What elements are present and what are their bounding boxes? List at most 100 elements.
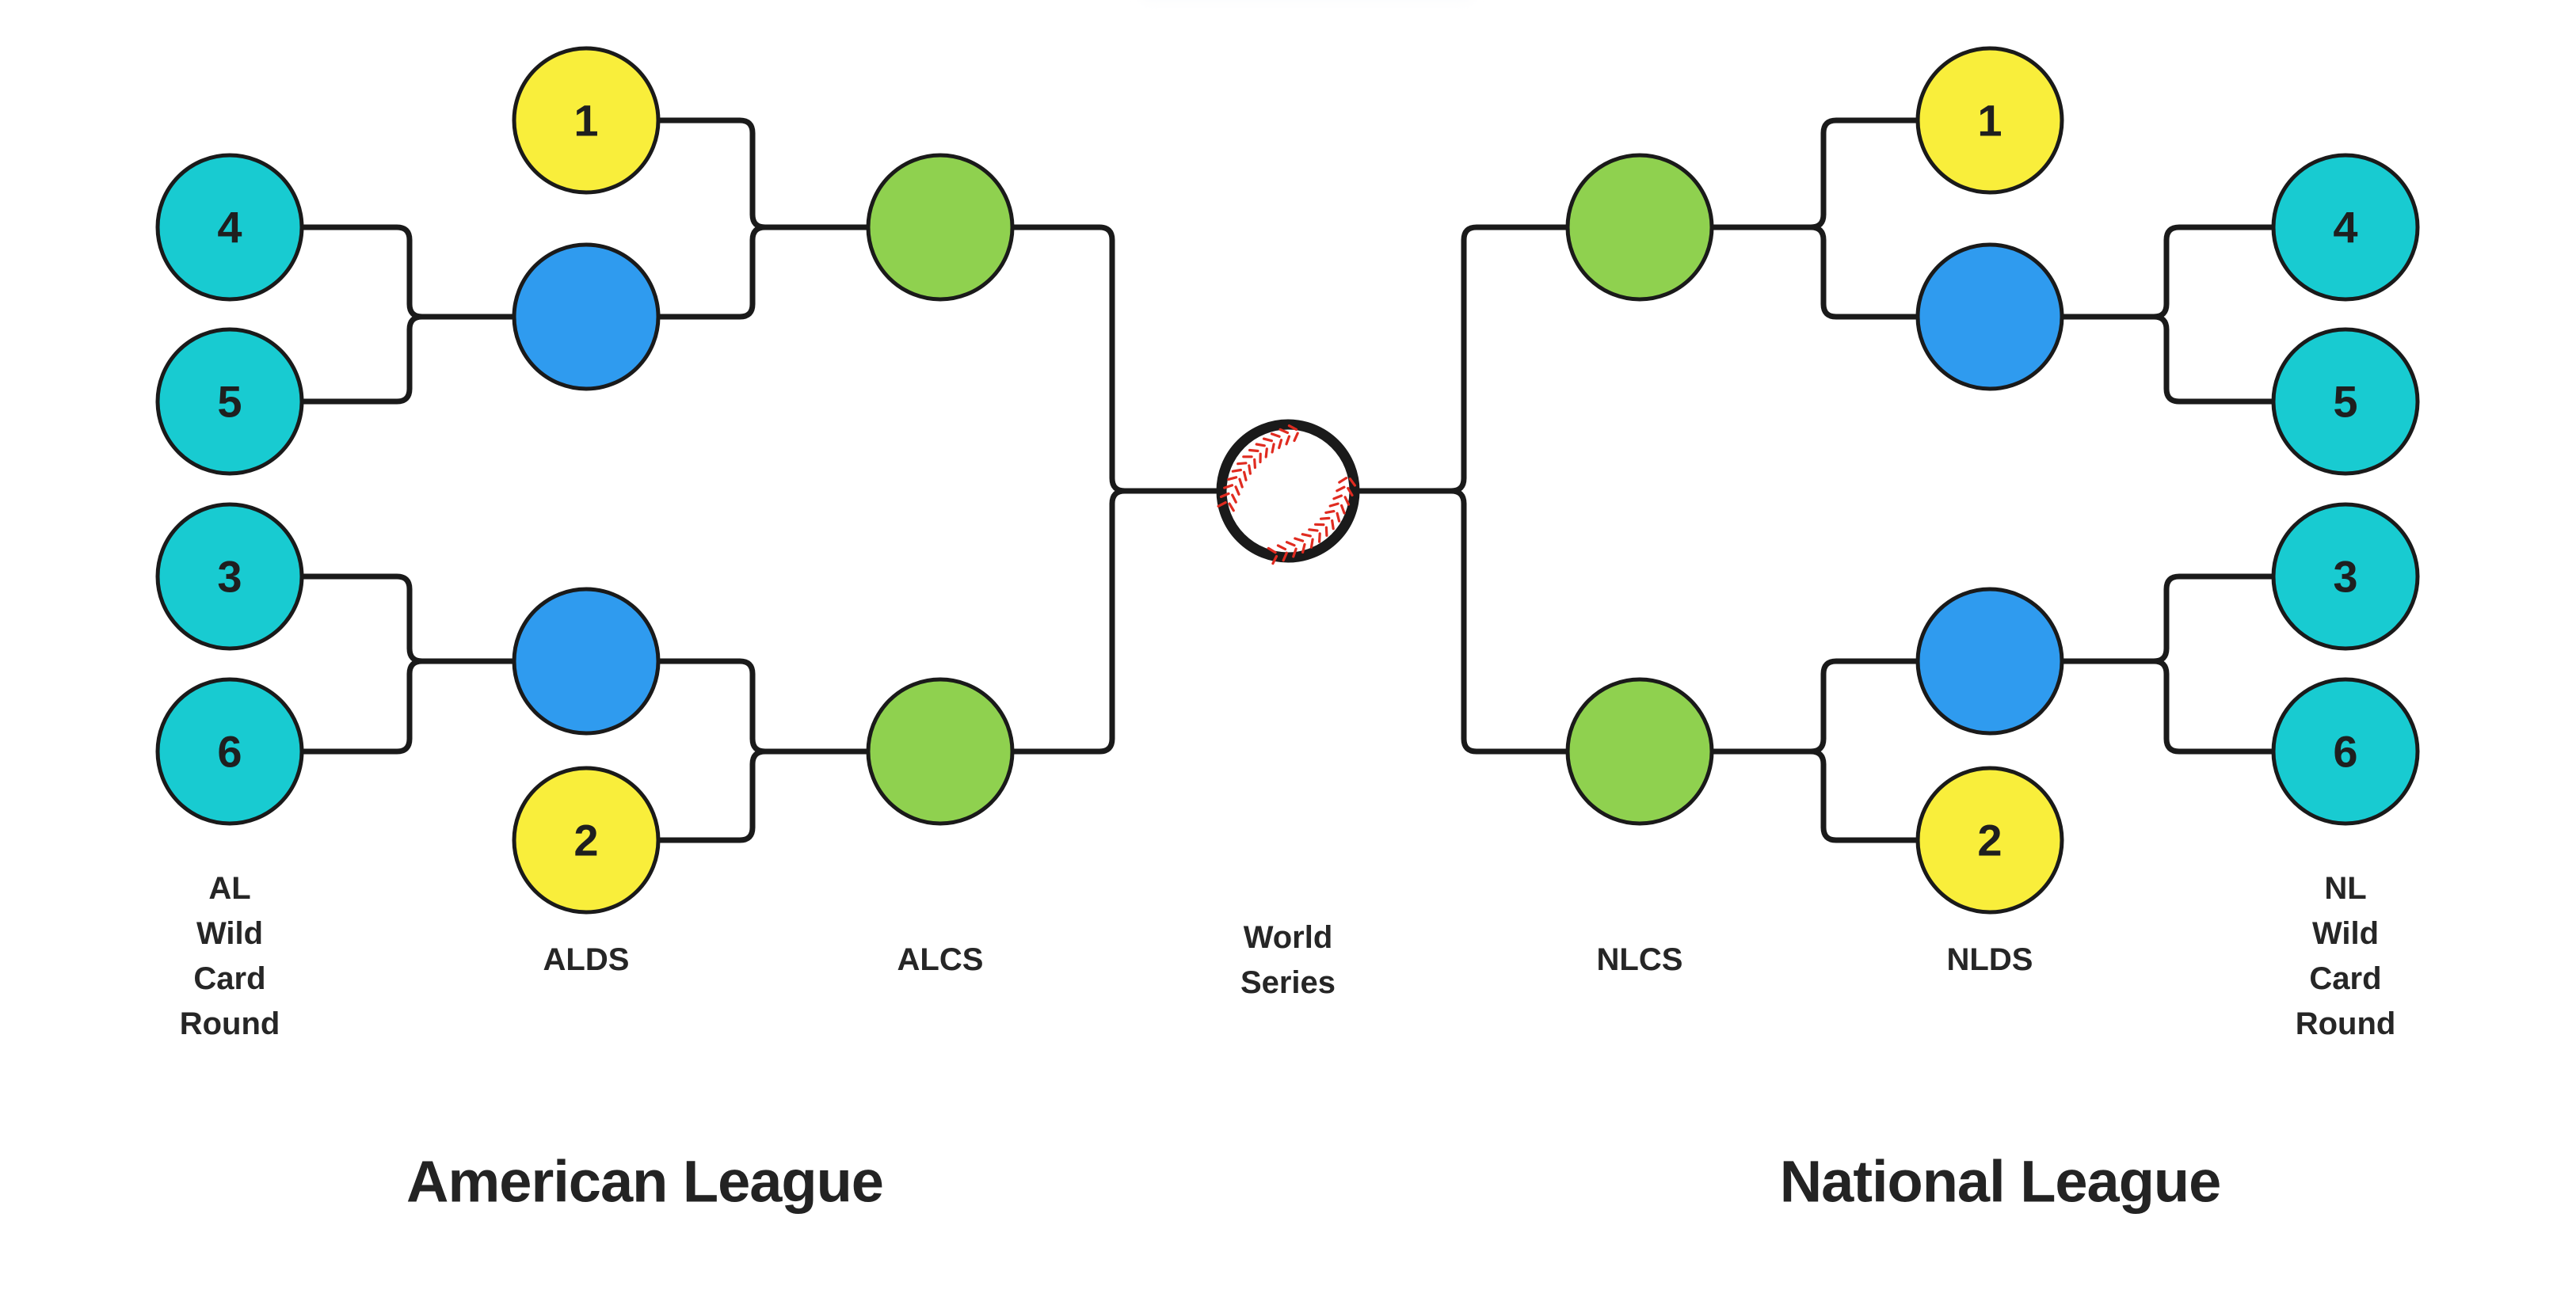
baseball-stitch <box>1278 439 1283 450</box>
baseball-stitch <box>1328 502 1339 508</box>
al-wildcard-label-line-2: Wild <box>196 916 263 951</box>
al-ds-winner-top-circle <box>512 242 661 391</box>
al-ds-winner-bottom-circle <box>512 587 661 736</box>
american-league-heading: American League <box>406 1149 883 1215</box>
nl-wc-seed-6-label: 6 <box>2333 727 2357 777</box>
world-series-label-line-1: World <box>1244 920 1333 955</box>
baseball-stitch <box>1238 477 1244 489</box>
baseball-stitch <box>1292 547 1298 558</box>
al-wc-seed-3-circle <box>155 502 304 651</box>
connector-alcs-bottom-to-ws <box>940 488 1126 755</box>
baseball-stitch <box>1308 528 1319 532</box>
baseball-stitch <box>1278 428 1290 435</box>
baseball-stitch <box>1287 424 1298 432</box>
nl-ds-seed-1-label: 1 <box>1977 96 2002 146</box>
baseball-stitch <box>1331 519 1335 531</box>
baseball-stitch <box>1301 542 1306 554</box>
nl-wildcard-label-line-2: Wild <box>2312 916 2379 951</box>
baseball-stitch <box>1270 432 1281 438</box>
baseball-stitch <box>1267 546 1277 554</box>
baseball-stitch <box>1338 477 1348 484</box>
nl-wildcard-label-line-3: Card <box>2309 961 2381 996</box>
nl-ds-seed-1-circle <box>1915 46 2064 195</box>
connector-ws-to-nlcs-bottom <box>1288 488 1640 755</box>
alds-label: ALDS <box>543 942 630 977</box>
connector-al-seed2-to-alcs <box>586 748 766 843</box>
baseball-stitch <box>1217 500 1227 508</box>
nl-cs-winner-top-circle <box>1565 153 1714 302</box>
baseball-stitch <box>1332 494 1343 500</box>
al-division-series: 1 2 <box>512 46 661 915</box>
baseball-seam-stitches <box>1217 424 1357 565</box>
baseball-stitch <box>1219 492 1230 499</box>
round-labels: AL Wild Card Round ALDS ALCS World Serie… <box>180 871 2396 1041</box>
baseball-stitch <box>1301 533 1312 538</box>
baseball-stitch <box>1285 435 1291 446</box>
nlcs-label: NLCS <box>1597 942 1683 977</box>
nl-wc-seed-6-circle <box>2271 677 2420 826</box>
baseball-stitch <box>1271 554 1278 565</box>
baseball-stitch <box>1271 443 1275 454</box>
nl-wc-seed-3-label: 3 <box>2333 552 2357 602</box>
baseball-outline <box>1216 419 1360 563</box>
baseball-stitch <box>1223 484 1234 489</box>
national-league-heading: National League <box>1780 1149 2221 1215</box>
al-cs-winner-bottom-circle <box>866 677 1015 826</box>
baseball-stitch <box>1255 443 1266 447</box>
nl-wc-seed-4-label: 4 <box>2333 203 2357 253</box>
nl-wildcard-label-line-4: Round <box>2296 1006 2396 1041</box>
cutoff-toolbar-remnant <box>1141 0 1473 14</box>
baseball-stitch <box>1234 485 1240 496</box>
al-ds-seed-2-label: 2 <box>574 816 598 865</box>
baseball-stitch <box>1309 538 1314 549</box>
al-wildcard-label-line-4: Round <box>180 1006 280 1041</box>
nl-ds-winner-bottom-circle <box>1915 587 2064 736</box>
baseball-stitch <box>1319 516 1331 520</box>
connector-al-dswinner-to-alcs <box>586 224 766 320</box>
baseball-stitch <box>1248 464 1252 475</box>
baseball-stitch <box>1228 502 1235 512</box>
connector-nl-wc6-to-nlds <box>2153 658 2345 755</box>
baseball-stitch <box>1237 462 1248 466</box>
al-ds-seed-1-circle <box>512 46 661 195</box>
baseball-stitch <box>1282 551 1288 562</box>
nl-cs-winner-bottom-circle <box>1565 677 1714 826</box>
al-wc-seed-4-label: 4 <box>217 203 242 253</box>
connector-nl-dswinner-to-nlcs <box>1810 224 1990 320</box>
baseball-stitch <box>1242 470 1248 481</box>
al-wc-seed-6-circle <box>155 677 304 826</box>
al-wc-seed-4-circle <box>155 153 304 302</box>
nl-wc-seed-5-label: 5 <box>2333 377 2357 427</box>
nlds-label: NLDS <box>1947 942 2033 977</box>
baseball-stitch <box>1293 432 1299 443</box>
al-wildcard-label-line-3: Card <box>193 961 265 996</box>
nl-wc-seed-4-circle <box>2271 153 2420 302</box>
world-series-label-line-2: Series <box>1240 965 1336 1000</box>
connector-al-wc6-to-alds <box>230 658 423 755</box>
al-ds-seed-1-label: 1 <box>574 96 598 146</box>
baseball-stitch <box>1227 476 1238 481</box>
baseball-stitch <box>1253 458 1257 470</box>
nl-division-series: 1 2 <box>1915 46 2064 915</box>
baseball-stitch <box>1285 541 1296 547</box>
baseball-stitch <box>1343 496 1351 506</box>
baseball-stitch <box>1231 493 1237 504</box>
al-wc-seed-5-label: 5 <box>217 377 242 427</box>
baseball-stitch <box>1231 468 1243 473</box>
baseball-stitch <box>1348 477 1357 487</box>
al-wild-card-round: 4 5 3 6 <box>155 153 304 826</box>
nl-wild-card-round: 4 5 3 6 <box>2271 153 2420 826</box>
baseball-stitch <box>1262 437 1274 443</box>
nl-ds-seed-2-circle <box>1915 766 2064 915</box>
baseball-stitch <box>1339 504 1346 515</box>
nl-ds-seed-2-label: 2 <box>1977 816 2002 865</box>
baseball-stitch <box>1324 509 1336 515</box>
al-wc-seed-6-label: 6 <box>217 727 242 777</box>
connector-lines <box>230 117 2345 843</box>
baseball-stitch <box>1324 526 1328 537</box>
baseball-stitch <box>1336 512 1341 523</box>
al-wc-seed-5-circle <box>155 327 304 476</box>
al-championship-series <box>866 153 1015 826</box>
baseball-stitch <box>1347 486 1354 497</box>
